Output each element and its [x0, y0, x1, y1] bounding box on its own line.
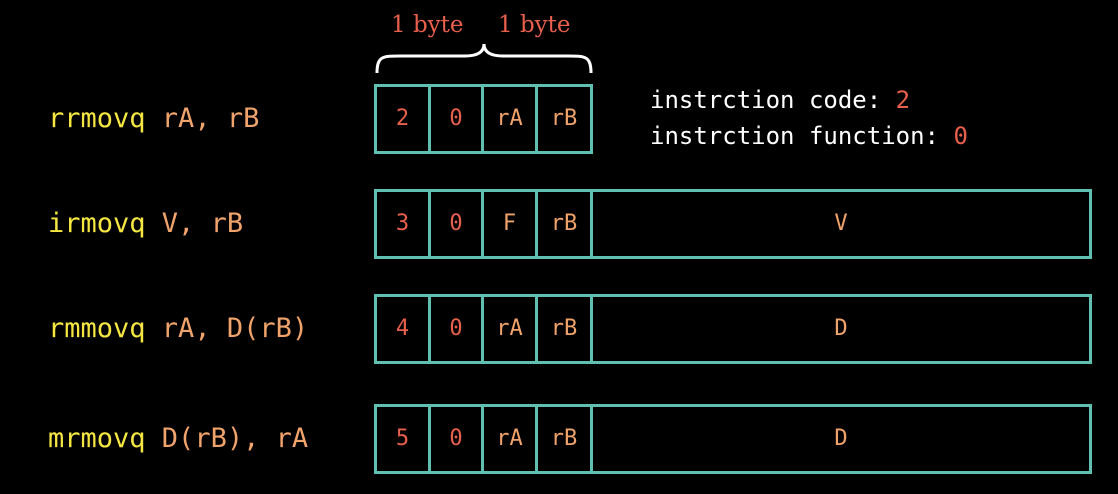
- instruction-code-info: instrction code: 2: [650, 86, 910, 114]
- ifun-cell: 0: [431, 87, 484, 151]
- byte-brace-1: [375, 43, 486, 74]
- instruction-function-value: 0: [953, 122, 968, 150]
- icode-cell: 4: [377, 297, 431, 361]
- displacement-cell: D: [834, 426, 848, 451]
- mnemonic: mrmovq: [48, 423, 146, 454]
- rb-cell: rB: [538, 192, 593, 256]
- rb-cell: rB: [550, 106, 578, 131]
- mnemonic: rrmovq: [48, 103, 146, 134]
- instruction-code-label: instrction code:: [650, 86, 882, 114]
- brace-label-1: 1 byte: [391, 12, 464, 38]
- encoding-box: 2 0 rA rB: [374, 84, 593, 154]
- displacement-cell: D: [834, 316, 848, 341]
- operands: rA, D(rB): [145, 313, 309, 344]
- instruction-row-rrmovq: rrmovq rA, rB 2 0 rA rB: [0, 84, 1118, 154]
- icode-cell: 5: [377, 407, 431, 471]
- mnemonic: rmmovq: [48, 313, 146, 344]
- byte-braces: [375, 43, 593, 74]
- ifun-cell: 0: [431, 407, 484, 471]
- instruction-text: rmmovq rA, D(rB): [48, 294, 308, 364]
- ra-cell: F: [484, 192, 538, 256]
- encoding-box: 4 0 rA rB D: [374, 294, 1092, 364]
- instruction-row-mrmovq: mrmovq D(rB), rA 5 0 rA rB D: [0, 404, 1118, 474]
- rb-cell: rB: [538, 407, 593, 471]
- instruction-function-label: instrction function:: [650, 122, 939, 150]
- ifun-cell: 0: [431, 192, 484, 256]
- brace-label-2: 1 byte: [498, 12, 571, 38]
- mnemonic: irmovq: [48, 208, 146, 239]
- instruction-text: mrmovq D(rB), rA: [48, 404, 308, 474]
- operands: rA, rB: [145, 103, 260, 134]
- ra-cell: rA: [484, 407, 538, 471]
- ifun-cell: 0: [431, 297, 484, 361]
- instruction-row-irmovq: irmovq V, rB 3 0 F rB V: [0, 189, 1118, 259]
- constant-cell: V: [834, 211, 848, 236]
- instruction-row-rmmovq: rmmovq rA, D(rB) 4 0 rA rB D: [0, 294, 1118, 364]
- byte-brace-2: [482, 43, 593, 74]
- instruction-text: rrmovq rA, rB: [48, 84, 259, 154]
- ra-cell: rA: [484, 297, 538, 361]
- encoding-box: 3 0 F rB V: [374, 189, 1092, 259]
- icode-cell: 2: [377, 87, 431, 151]
- icode-cell: 3: [377, 192, 431, 256]
- operands: D(rB), rA: [145, 423, 309, 454]
- encoding-box: 5 0 rA rB D: [374, 404, 1092, 474]
- rb-cell: rB: [538, 297, 593, 361]
- instruction-text: irmovq V, rB: [48, 189, 243, 259]
- instruction-function-info: instrction function: 0: [650, 122, 968, 150]
- ra-cell: rA: [484, 87, 538, 151]
- operands: V, rB: [145, 208, 244, 239]
- instruction-code-value: 2: [895, 86, 911, 114]
